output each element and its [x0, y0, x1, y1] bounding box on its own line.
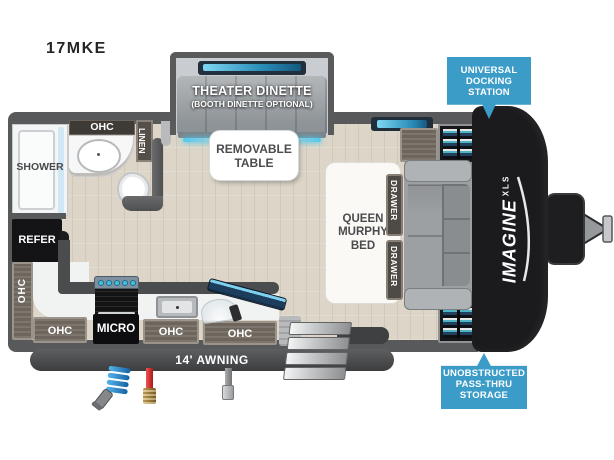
callout-line: PASS-THRU — [455, 379, 513, 390]
kitchen-sink — [156, 296, 198, 318]
burner-icon — [106, 280, 112, 286]
partition-wall — [12, 213, 66, 219]
overhead-cabinet: OHC — [203, 321, 277, 345]
sofa-backrest — [442, 184, 470, 286]
counter-edge — [58, 240, 70, 288]
drawer-label: DRAWER — [389, 180, 399, 221]
theater-dinette-slideout: THEATER DINETTE (BOOTH DINETTE OPTIONAL) — [170, 52, 334, 142]
step-tread — [284, 352, 349, 365]
callout-line: UNOBSTRUCTED — [442, 368, 526, 379]
hanging-clothes — [443, 129, 473, 159]
sofa-armrest — [404, 288, 472, 310]
step-tread — [282, 367, 347, 380]
floorplan-title: 17MKE — [46, 40, 107, 57]
stove — [94, 276, 139, 317]
cooktop-burners — [94, 276, 139, 289]
step-tread — [286, 337, 351, 350]
callout-pass-thru-storage: UNOBSTRUCTED PASS-THRU STORAGE — [441, 353, 527, 409]
callout-line: UNIVERSAL — [460, 65, 518, 76]
bed-label-line2: MURPHY — [338, 226, 388, 239]
theater-dinette-label-line2: (BOOTH DINETTE OPTIONAL) — [191, 99, 313, 109]
refrigerator: REFER — [12, 219, 69, 262]
red-utility-pipe-icon — [146, 368, 153, 390]
shower-pan — [18, 130, 55, 210]
bathroom-wall — [152, 138, 163, 202]
overhead-cabinet: OHC — [143, 319, 199, 344]
removable-table: REMOVABLE TABLE — [210, 131, 298, 180]
pipe-fitting-icon — [222, 385, 234, 400]
refer-label: REFER — [18, 234, 56, 246]
hose-nozzle-icon — [93, 387, 114, 411]
linen-cabinet: LINEN — [136, 120, 153, 162]
burner-icon — [114, 280, 120, 286]
theater-dinette-label-line1: THEATER DINETTE — [192, 84, 312, 98]
burner-icon — [98, 280, 104, 286]
callout-line: STORAGE — [459, 390, 509, 401]
burner-icon — [130, 280, 136, 286]
slideout-window — [198, 61, 306, 75]
callout-line: STATION — [468, 87, 510, 98]
microwave: MICRO — [93, 314, 139, 344]
removable-table-label: REMOVABLE TABLE — [216, 141, 292, 170]
window-glass — [203, 64, 301, 71]
propane-cover — [545, 193, 585, 265]
front-cap: IMAGINE XLS — [472, 106, 548, 352]
drawer-label: DRAWER — [389, 246, 399, 287]
brand-name: IMAGINE — [499, 199, 520, 284]
sofa-armrest — [404, 160, 472, 182]
brass-fitting-icon — [143, 388, 156, 404]
burner-icon — [122, 280, 128, 286]
step-tread — [288, 322, 353, 335]
brand-sub: XLS — [501, 174, 511, 197]
left-ohc-label: OHC — [17, 278, 28, 304]
overhead-cabinet: OHC — [33, 317, 87, 343]
bathroom-wall-curve — [122, 196, 163, 211]
linen-label: LINEN — [137, 128, 147, 154]
ohc-label: OHC — [158, 326, 184, 338]
entry-steps — [282, 322, 353, 388]
murphy-bed-label: QUEEN MURPHY BED — [338, 213, 388, 254]
ohc-label: OHC — [47, 325, 73, 337]
theater-dinette-label: THEATER DINETTE (BOOTH DINETTE OPTIONAL) — [176, 84, 328, 109]
shower: SHOWER — [12, 124, 68, 216]
bed-label-line3: BED — [350, 239, 376, 252]
bathroom-overhead-cabinet: OHC — [69, 120, 135, 135]
ohc-label: OHC — [227, 328, 253, 340]
callout-line: DOCKING — [465, 76, 513, 87]
brand-swoosh — [516, 176, 531, 282]
bedside-cabinet — [400, 128, 438, 162]
bedroom-window — [371, 117, 433, 131]
oven — [95, 289, 138, 317]
bathroom-ohc-label: OHC — [90, 121, 114, 133]
left-overhead-cabinet: OHC — [12, 262, 33, 340]
bathroom-sink — [77, 139, 121, 173]
tongue-jack — [602, 215, 613, 243]
shower-label: SHOWER — [16, 161, 64, 173]
sofa-seat — [408, 184, 448, 286]
sofa — [404, 160, 472, 310]
hitch-assembly — [540, 193, 613, 265]
drawer-stack: DRAWER — [386, 240, 403, 300]
theater-dinette-couch — [177, 76, 327, 142]
bed-label-line1: QUEEN — [342, 212, 384, 225]
shower-glass-door — [58, 127, 64, 213]
bathroom-wall-stub — [161, 121, 171, 146]
brand-logo: IMAGINE XLS — [500, 175, 521, 284]
drawer-stack: DRAWER — [386, 174, 403, 236]
hanging-clothes — [443, 308, 473, 338]
wardrobe — [438, 124, 478, 164]
awning-label: 14' AWNING — [175, 353, 249, 367]
micro-label: MICRO — [96, 323, 136, 335]
gray-utility-pipe-icon — [225, 368, 232, 387]
